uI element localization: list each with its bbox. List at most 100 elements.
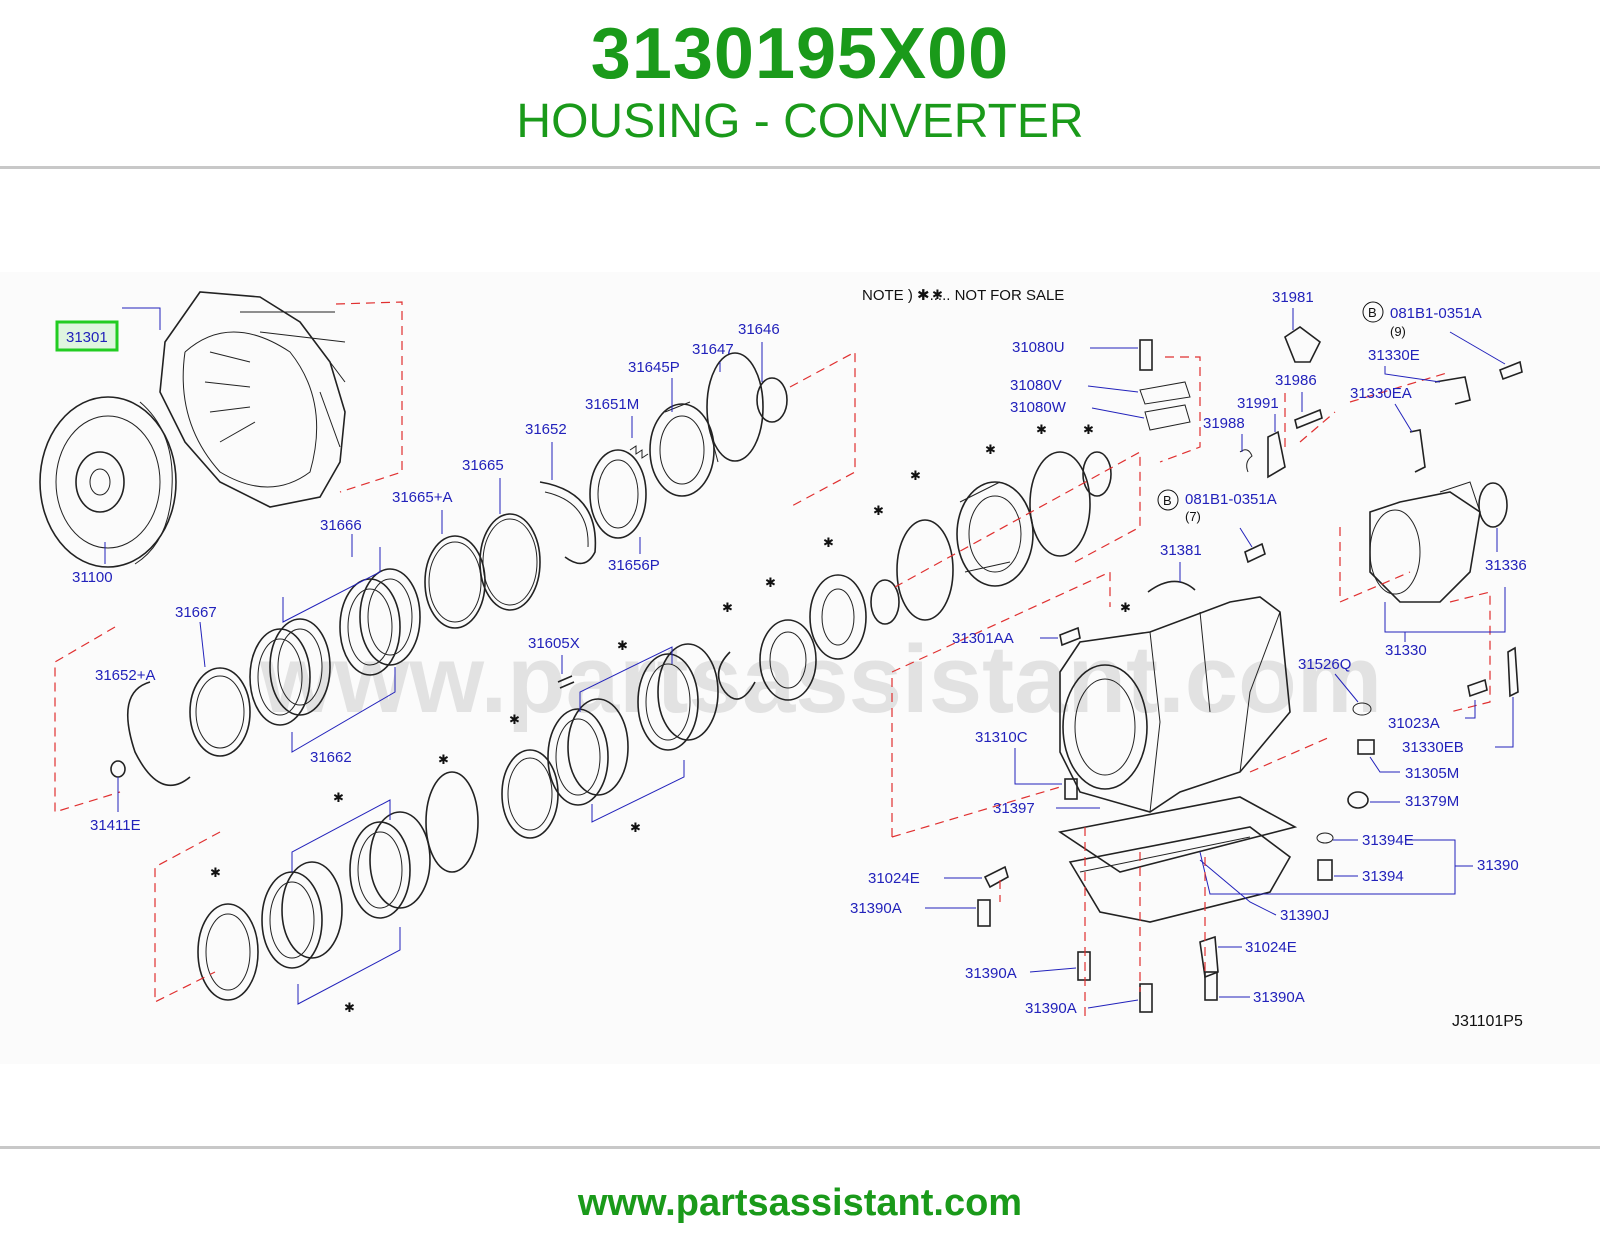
label-31390J[interactable]: 31390J <box>1280 907 1329 924</box>
pin-31986[interactable] <box>1294 408 1323 430</box>
label-31024E-a[interactable]: 31024E <box>868 870 920 887</box>
center-clutch-pack[interactable] <box>501 643 719 839</box>
label-31656P[interactable]: 31656P <box>608 557 660 574</box>
bolt-31390A-a[interactable] <box>977 899 991 927</box>
bolt-31390A-c[interactable] <box>1139 983 1153 1013</box>
bolt-b2[interactable] <box>1244 542 1266 564</box>
seal-ring-c[interactable] <box>1029 451 1091 557</box>
label-31390A-a[interactable]: 31390A <box>850 900 902 917</box>
friction-plate-31667[interactable] <box>189 667 251 757</box>
transmission-case[interactable] <box>1059 596 1291 813</box>
washer-31394E[interactable] <box>1316 832 1334 844</box>
label-31301AA[interactable]: 31301AA <box>952 630 1014 647</box>
label-31988[interactable]: 31988 <box>1203 415 1245 432</box>
ring-31665[interactable] <box>479 513 541 611</box>
label-31647[interactable]: 31647 <box>692 341 734 358</box>
snap-ring-center[interactable] <box>717 651 756 700</box>
seal-ring-31647[interactable] <box>706 352 764 462</box>
seal-ring-d[interactable] <box>1082 451 1112 497</box>
label-31662[interactable]: 31662 <box>310 749 352 766</box>
label-31330EB[interactable]: 31330EB <box>1402 739 1464 756</box>
label-31646[interactable]: 31646 <box>738 321 780 338</box>
drum-assembly[interactable] <box>956 481 1034 587</box>
spring-retainer-31656P[interactable] <box>589 449 647 539</box>
converter-housing[interactable] <box>159 291 346 508</box>
label-31330EA[interactable]: 31330EA <box>1350 385 1412 402</box>
oring-31411E[interactable] <box>110 760 126 778</box>
label-31991[interactable]: 31991 <box>1237 395 1279 412</box>
bolt-b1[interactable] <box>1499 360 1523 381</box>
label-31667[interactable]: 31667 <box>175 604 217 621</box>
label-31645P[interactable]: 31645P <box>628 359 680 376</box>
snap-ring-31652A[interactable] <box>127 681 191 787</box>
label-31390[interactable]: 31390 <box>1477 857 1519 874</box>
bolt-31390A-b[interactable] <box>1077 951 1091 981</box>
seal-ring-b[interactable] <box>896 519 954 621</box>
lower-clutch-pack[interactable] <box>197 771 479 1001</box>
bolt-31390A-d[interactable] <box>1204 971 1218 1001</box>
clip-31024E-b[interactable] <box>1199 935 1219 979</box>
label-31605X[interactable]: 31605X <box>528 635 580 652</box>
label-31330E[interactable]: 31330E <box>1368 347 1420 364</box>
label-081B1-0351A-7[interactable]: 081B1-0351A <box>1185 491 1277 508</box>
label-31330[interactable]: 31330 <box>1385 642 1427 659</box>
label-31080V[interactable]: 31080V <box>1010 377 1062 394</box>
tube-31381[interactable] <box>1147 580 1196 593</box>
label-31390A-d[interactable]: 31390A <box>1253 989 1305 1006</box>
clip-31024E-a[interactable] <box>983 865 1009 889</box>
oil-pan[interactable] <box>1057 796 1298 923</box>
spring-31988[interactable] <box>1239 449 1253 473</box>
plug-31305M[interactable] <box>1357 739 1375 755</box>
label-31665A[interactable]: 31665+A <box>392 489 452 506</box>
drain-plug-31394[interactable] <box>1317 859 1333 881</box>
label-31394E[interactable]: 31394E <box>1362 832 1414 849</box>
spring-31651M[interactable] <box>629 445 649 459</box>
label-31379M[interactable]: 31379M <box>1405 793 1459 810</box>
label-31390A-c[interactable]: 31390A <box>1025 1000 1077 1017</box>
label-31310C[interactable]: 31310C <box>975 729 1028 746</box>
label-31390A-b[interactable]: 31390A <box>965 965 1017 982</box>
label-31080U[interactable]: 31080U <box>1012 339 1065 356</box>
label-31100[interactable]: 31100 <box>72 569 113 586</box>
label-31986[interactable]: 31986 <box>1275 372 1317 389</box>
label-31411E[interactable]: 31411E <box>90 817 141 834</box>
bracket-31330EA[interactable] <box>1409 429 1426 473</box>
label-31305M[interactable]: 31305M <box>1405 765 1459 782</box>
planetary-gear-set[interactable] <box>759 574 867 701</box>
snap-ring-31665A[interactable] <box>424 535 486 629</box>
snap-ring-31652[interactable] <box>539 481 597 565</box>
highlight-box-31301[interactable] <box>55 320 119 352</box>
bolt-31080U[interactable] <box>1139 339 1153 371</box>
label-31394[interactable]: 31394 <box>1362 868 1404 885</box>
plug-31526Q[interactable] <box>1352 702 1372 716</box>
bolt-31301AA[interactable] <box>1059 626 1081 647</box>
label-31651M[interactable]: 31651M <box>585 396 639 413</box>
clutch-pack-31662[interactable] <box>249 568 421 726</box>
bracket-31330E[interactable] <box>1434 376 1471 405</box>
footer-website-url[interactable]: www.partsassistant.com <box>577 1182 1023 1224</box>
label-31336[interactable]: 31336 <box>1485 557 1527 574</box>
label-31526Q[interactable]: 31526Q <box>1298 656 1351 673</box>
oil-seal-31336[interactable] <box>1478 482 1508 528</box>
seal-ring-31646[interactable] <box>756 377 788 423</box>
label-31652A[interactable]: 31652+A <box>95 667 155 684</box>
lever-31991[interactable] <box>1267 430 1286 479</box>
rear-extension-31330[interactable] <box>1369 481 1481 603</box>
torque-converter[interactable] <box>39 396 177 568</box>
label-081B1-0351A-9[interactable]: 081B1-0351A <box>1390 305 1482 322</box>
bolt-31023A[interactable] <box>1467 678 1488 698</box>
label-31652[interactable]: 31652 <box>525 421 567 438</box>
bracket-31330EB[interactable] <box>1507 646 1519 698</box>
gasket-31080W[interactable] <box>1144 404 1191 431</box>
pin-31310C[interactable] <box>1064 778 1078 800</box>
bracket-31981[interactable] <box>1284 326 1322 363</box>
label-31397[interactable]: 31397 <box>993 800 1035 817</box>
label-31666[interactable]: 31666 <box>320 517 362 534</box>
label-31301[interactable]: 31301 <box>66 329 108 346</box>
label-31023A[interactable]: 31023A <box>1388 715 1440 732</box>
pin-31605X[interactable] <box>557 675 575 689</box>
oring-a[interactable] <box>870 579 900 625</box>
plug-31379M[interactable] <box>1347 791 1369 809</box>
gasket-31080V[interactable] <box>1139 381 1191 405</box>
label-31080W[interactable]: 31080W <box>1010 399 1067 416</box>
